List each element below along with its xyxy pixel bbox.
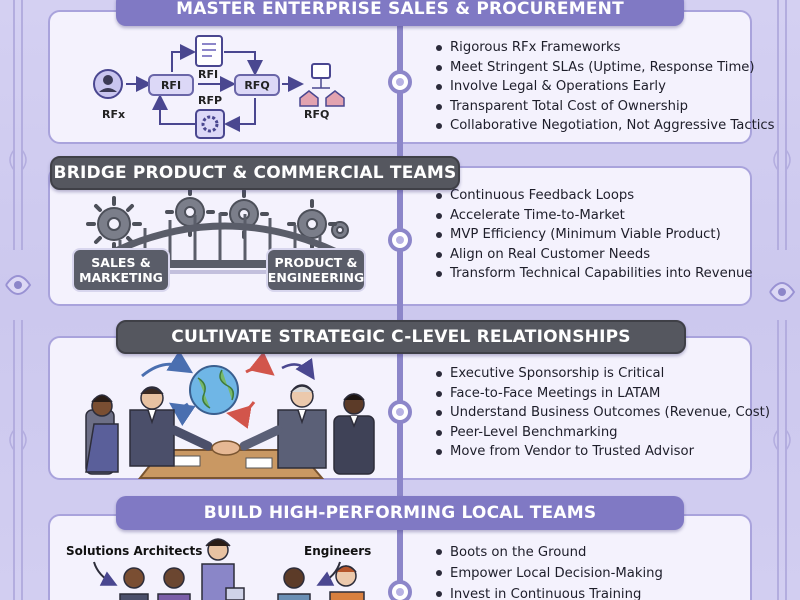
handshake-illustration xyxy=(50,338,400,479)
rfx-illustration: RFI RFQ RFx RFI RFP RFQ xyxy=(50,12,400,142)
timeline-spine xyxy=(397,0,403,600)
executive-figure xyxy=(85,394,119,475)
bullet-item: Empower Local Decision-Making xyxy=(436,563,663,584)
engineers-label: Engineers xyxy=(304,544,372,558)
procurement-bullets: Rigorous RFx Frameworks Meet Stringent S… xyxy=(436,38,775,136)
executive-figure xyxy=(239,384,327,469)
handshake-icon xyxy=(211,440,241,456)
bullet-item: Executive Sponsorship is Critical xyxy=(436,364,770,384)
bridge-bullets: Continuous Feedback Loops Accelerate Tim… xyxy=(436,186,753,284)
bullet-item: Continuous Feedback Loops xyxy=(436,186,753,206)
sales-marketing-line2: MARKETING xyxy=(79,270,163,285)
bullet-item: Transform Technical Capabilities into Re… xyxy=(436,264,753,284)
section-title-banner: CULTIVATE STRATEGIC C-LEVEL RELATIONSHIP… xyxy=(116,320,686,354)
team-member-figure xyxy=(201,538,245,600)
timeline-node xyxy=(388,580,412,600)
bullet-item: Invest in Continuous Training xyxy=(436,584,663,600)
section-title-banner: BRIDGE PRODUCT & COMMERCIAL TEAMS xyxy=(50,156,460,190)
bullet-item: Collaborative Negotiation, Not Aggressiv… xyxy=(436,116,775,136)
product-engineering-line2: ENGINEERING xyxy=(267,270,365,285)
monitor-icon xyxy=(311,63,331,79)
team-member-figure xyxy=(157,567,191,600)
bullet-item: Accelerate Time-to-Market xyxy=(436,206,753,226)
rfq-label: RFQ xyxy=(304,108,330,121)
rfq-box: RFQ xyxy=(234,74,280,96)
bullet-item: Rigorous RFx Frameworks xyxy=(436,38,775,58)
section-title-banner: MASTER ENTERPRISE SALES & PROCUREMENT xyxy=(116,0,684,26)
executive-meeting-scene xyxy=(85,350,375,479)
bullet-item: Face-to-Face Meetings in LATAM xyxy=(436,384,770,404)
gear-icon xyxy=(195,109,225,139)
timeline-node xyxy=(388,228,412,252)
team-member-figure xyxy=(277,567,311,600)
timeline-node xyxy=(388,400,412,424)
sales-marketing-line1: SALES & xyxy=(91,255,151,270)
section-title-banner: BUILD HIGH-PERFORMING LOCAL TEAMS xyxy=(116,496,684,530)
team-member-figure xyxy=(329,565,365,600)
left-ornament xyxy=(0,0,36,600)
product-engineering-box: PRODUCT & ENGINEERING xyxy=(266,248,366,292)
rfx-flow-diagram xyxy=(93,35,345,139)
shield-icon xyxy=(325,90,345,107)
executive-figure xyxy=(129,386,213,467)
rfi-label: RFI xyxy=(198,68,219,81)
rfi-box: RFI xyxy=(148,74,194,96)
bullet-item: Understand Business Outcomes (Revenue, C… xyxy=(436,403,770,423)
bridge-arch xyxy=(88,222,362,268)
bullet-item: Transparent Total Cost of Ownership xyxy=(436,97,775,117)
bullet-item: Boots on the Ground xyxy=(436,542,663,563)
bullet-item: Peer-Level Benchmarking xyxy=(436,423,770,443)
timeline-node xyxy=(388,70,412,94)
right-ornament xyxy=(764,0,800,600)
product-engineering-line1: PRODUCT & xyxy=(274,255,358,270)
team-member-figure xyxy=(119,567,149,600)
globe-icon xyxy=(189,365,239,415)
clevel-bullets: Executive Sponsorship is Critical Face-t… xyxy=(436,364,770,462)
solutions-architects-label: Solutions Architects xyxy=(66,544,203,558)
local-teams-bullets: Boots on the Ground Empower Local Decisi… xyxy=(436,542,663,600)
bullet-item: Meet Stringent SLAs (Uptime, Response Ti… xyxy=(436,58,775,78)
sales-marketing-box: SALES & MARKETING xyxy=(72,248,170,292)
executive-figure xyxy=(333,393,375,475)
rfx-label: RFx xyxy=(102,108,126,121)
bullet-item: Involve Legal & Operations Early xyxy=(436,77,775,97)
rfp-label: RFP xyxy=(198,94,223,107)
bullet-item: Align on Real Customer Needs xyxy=(436,245,753,265)
team-scene xyxy=(93,538,365,600)
team-illustration: Solutions Architects Engineers xyxy=(50,516,400,600)
shield-icon xyxy=(299,90,319,107)
bridge-illustration: SALES & MARKETING PRODUCT & ENGINEERING xyxy=(50,168,400,304)
bullet-item: Move from Vendor to Trusted Advisor xyxy=(436,442,770,462)
bullet-item: MVP Efficiency (Minimum Viable Product) xyxy=(436,225,753,245)
